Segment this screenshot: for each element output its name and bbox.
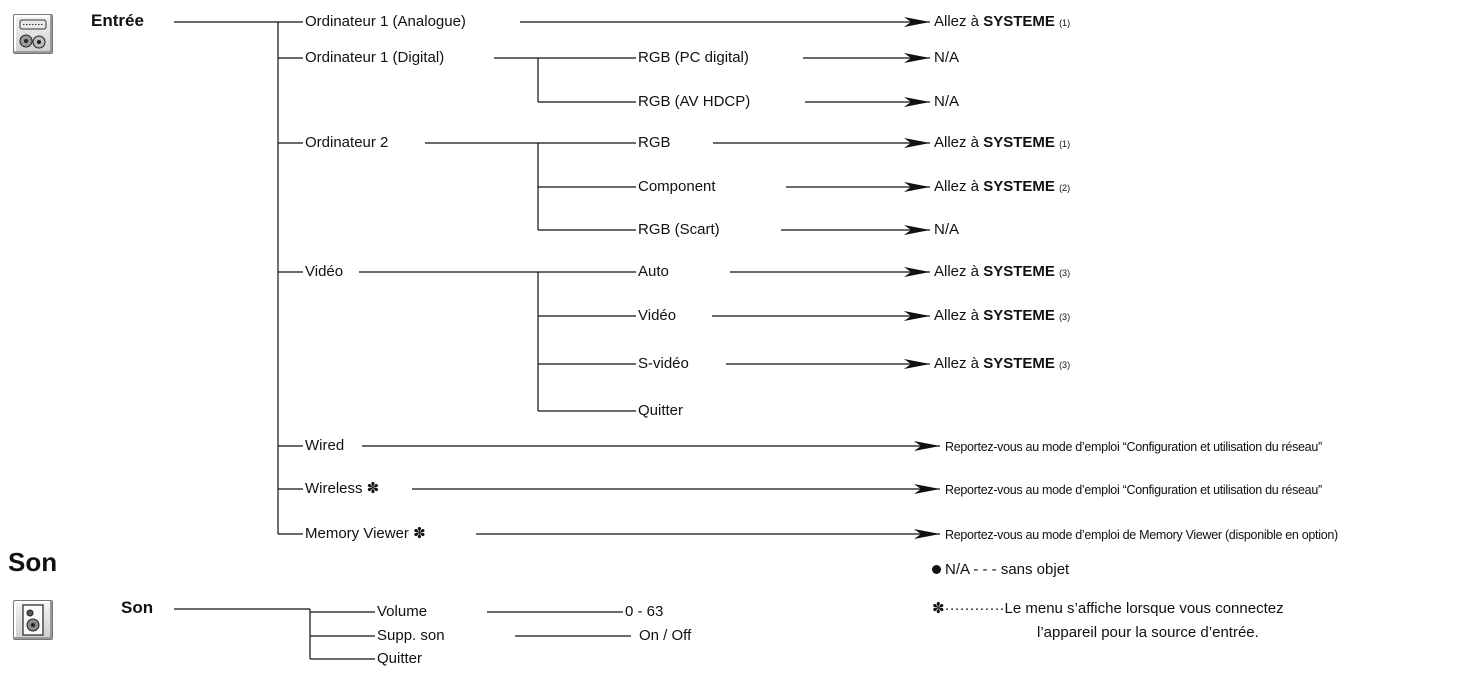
submenu-item-component: Component bbox=[638, 178, 716, 195]
sound-mute-values: On / Off bbox=[639, 627, 692, 644]
asterisk-note: ✽············Le menu s’affiche lorsque v… bbox=[932, 600, 1284, 617]
submenu-item-s-video: S-vidéo bbox=[638, 355, 689, 372]
menu-item-wireless: Wireless ✽ bbox=[305, 480, 380, 497]
submenu-item-quit: Quitter bbox=[638, 402, 684, 419]
submenu-item-rgb-av-hdcp: RGB (AV HDCP) bbox=[638, 93, 751, 110]
result-rgb-av-hdcp: N/A bbox=[934, 93, 960, 110]
submenu-item-auto: Auto bbox=[638, 263, 669, 280]
result-memory-viewer: Reportez-vous au mode d’emploi de Memory… bbox=[945, 528, 1338, 542]
result-video: Allez à SYSTEME (3) bbox=[934, 307, 1071, 324]
result-s-video: Allez à SYSTEME (3) bbox=[934, 355, 1071, 372]
submenu-item-video: Vidéo bbox=[638, 307, 677, 324]
sound-item-volume: Volume bbox=[377, 603, 428, 620]
result-rgb: Allez à SYSTEME (1) bbox=[934, 134, 1071, 151]
result-wired: Reportez-vous au mode d’emploi “Configur… bbox=[945, 440, 1322, 454]
menu-item-wired: Wired bbox=[305, 437, 345, 454]
result-component: Allez à SYSTEME (2) bbox=[934, 178, 1071, 195]
menu-item-computer1-digital: Ordinateur 1 (Digital) bbox=[305, 49, 445, 66]
result-rgb-scart: N/A bbox=[934, 221, 960, 238]
result-rgb-pc-digital: N/A bbox=[934, 49, 960, 66]
sound-item-quit: Quitter bbox=[377, 650, 423, 667]
submenu-item-rgb-pc-digital: RGB (PC digital) bbox=[638, 49, 749, 66]
na-note: N/A - - - sans objet bbox=[932, 561, 1069, 579]
submenu-item-rgb-scart: RGB (Scart) bbox=[638, 221, 720, 238]
sound-item-mute: Supp. son bbox=[377, 627, 445, 644]
result-auto: Allez à SYSTEME (3) bbox=[934, 263, 1071, 280]
sound-section-heading: Son bbox=[8, 547, 58, 577]
input-connector-icon bbox=[13, 14, 53, 54]
result-computer1-analog: Allez à SYSTEME (1) bbox=[934, 13, 1071, 30]
asterisk-note-line2: l’appareil pour la source d’entrée. bbox=[1037, 624, 1259, 641]
submenu-item-rgb: RGB bbox=[638, 134, 671, 151]
sound-volume-range: 0 - 63 bbox=[625, 603, 664, 620]
menu-item-video: Vidéo bbox=[305, 263, 344, 280]
menu-item-computer1-analog: Ordinateur 1 (Analogue) bbox=[305, 13, 466, 30]
menu-item-memory-viewer: Memory Viewer ✽ bbox=[305, 525, 426, 542]
input-menu-title: Entrée bbox=[91, 11, 144, 30]
sound-menu-title: Son bbox=[121, 598, 154, 617]
speaker-icon bbox=[13, 600, 53, 640]
bullet-icon bbox=[932, 565, 941, 574]
result-wireless: Reportez-vous au mode d’emploi “Configur… bbox=[945, 483, 1322, 497]
menu-item-computer2: Ordinateur 2 bbox=[305, 134, 389, 151]
